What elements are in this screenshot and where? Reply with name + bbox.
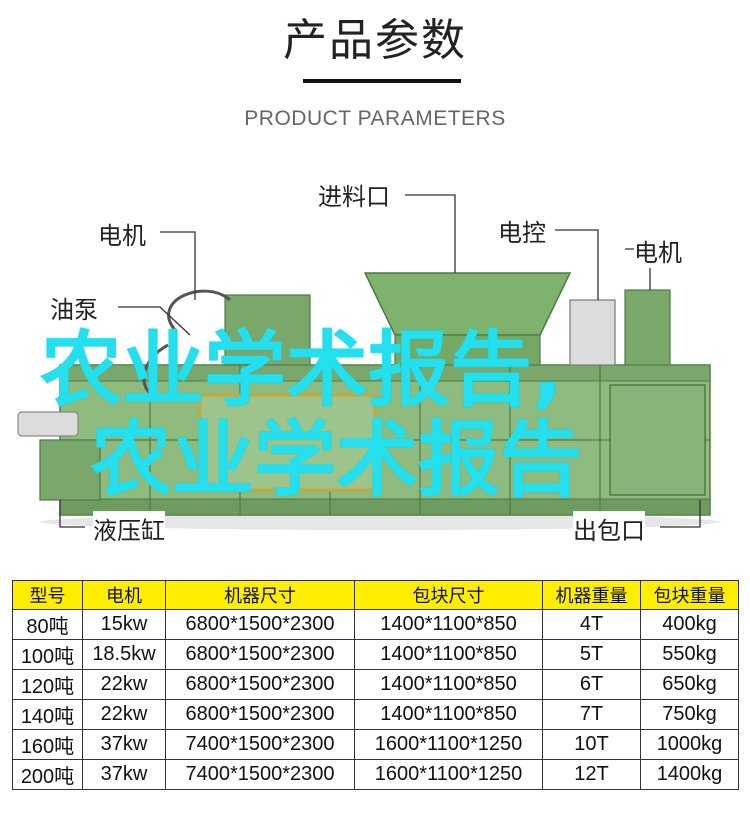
cell-bale-size: 1400*1100*850 bbox=[354, 669, 543, 700]
cell-motor: 37kw bbox=[82, 729, 166, 760]
cell-machine-size: 6800*1500*2300 bbox=[165, 639, 355, 670]
cell-model: 140吨 bbox=[12, 699, 83, 730]
header-machine-weight: 机器重量 bbox=[542, 580, 641, 610]
cell-bale-weight: 650kg bbox=[640, 669, 739, 700]
cell-machine-size: 6800*1500*2300 bbox=[165, 609, 355, 640]
table-header-row: 型号 电机 机器尺寸 包块尺寸 机器重量 包块重量 bbox=[12, 580, 739, 610]
cell-bale-size: 1400*1100*850 bbox=[354, 639, 543, 670]
title-underline bbox=[303, 79, 461, 83]
cell-bale-size: 1400*1100*850 bbox=[354, 699, 543, 730]
header-model: 型号 bbox=[12, 580, 83, 610]
header-bale-weight: 包块重量 bbox=[640, 580, 739, 610]
table-row: 160吨 37kw 7400*1500*2300 1600*1100*1250 … bbox=[12, 729, 739, 760]
cell-bale-size: 1600*1100*1250 bbox=[354, 759, 543, 790]
cell-motor: 15kw bbox=[82, 609, 166, 640]
callout-motor-right: 电机 bbox=[634, 233, 682, 268]
cell-machine-size: 7400*1500*2300 bbox=[165, 729, 355, 760]
header-machine-size: 机器尺寸 bbox=[165, 580, 355, 610]
cell-machine-size: 6800*1500*2300 bbox=[165, 669, 355, 700]
cell-motor: 37kw bbox=[82, 759, 166, 790]
page-title: 产品参数 bbox=[283, 15, 467, 66]
cell-bale-size: 1400*1100*850 bbox=[354, 609, 543, 640]
spec-table: 型号 电机 机器尺寸 包块尺寸 机器重量 包块重量 80吨 15kw 6800*… bbox=[12, 580, 739, 790]
cell-model: 200吨 bbox=[12, 759, 83, 790]
cell-bale-size: 1600*1100*1250 bbox=[354, 729, 543, 760]
callout-oil-pump: 油泵 bbox=[50, 290, 98, 325]
cell-motor: 22kw bbox=[82, 699, 166, 730]
callout-bale-outlet: 出包口 bbox=[573, 511, 645, 546]
cell-bale-weight: 1000kg bbox=[640, 729, 739, 760]
cell-machine-weight: 4T bbox=[542, 609, 641, 640]
cell-machine-weight: 10T bbox=[542, 729, 641, 760]
table-row: 200吨 37kw 7400*1500*2300 1600*1100*1250 … bbox=[12, 759, 739, 790]
header-motor: 电机 bbox=[82, 580, 166, 610]
header-bale-size: 包块尺寸 bbox=[354, 580, 543, 610]
callout-feed-inlet: 进料口 bbox=[318, 177, 390, 212]
cell-motor: 22kw bbox=[82, 669, 166, 700]
cell-machine-weight: 5T bbox=[542, 639, 641, 670]
cell-motor: 18.5kw bbox=[82, 639, 166, 670]
cell-bale-weight: 1400kg bbox=[640, 759, 739, 790]
cell-bale-weight: 750kg bbox=[640, 699, 739, 730]
cell-machine-weight: 12T bbox=[542, 759, 641, 790]
cell-bale-weight: 550kg bbox=[640, 639, 739, 670]
cell-machine-size: 6800*1500*2300 bbox=[165, 699, 355, 730]
watermark-line-2: 农业学术报告 bbox=[90, 413, 583, 508]
watermark-line-1: 农业学术报告, bbox=[40, 323, 564, 418]
table-row: 120吨 22kw 6800*1500*2300 1400*1100*850 6… bbox=[12, 669, 739, 700]
cell-machine-weight: 6T bbox=[542, 669, 641, 700]
cell-model: 120吨 bbox=[12, 669, 83, 700]
table-row: 100吨 18.5kw 6800*1500*2300 1400*1100*850… bbox=[12, 639, 739, 670]
baler-machine-illustration bbox=[17, 194, 720, 530]
callout-motor-left: 电机 bbox=[98, 216, 146, 251]
cell-model: 80吨 bbox=[12, 609, 83, 640]
cell-machine-weight: 7T bbox=[542, 699, 641, 730]
cell-model: 160吨 bbox=[12, 729, 83, 760]
callout-hydraulic-cylinder: 液压缸 bbox=[93, 511, 165, 546]
callout-electric-control: 电控 bbox=[498, 213, 546, 248]
baler-diagram: 电机 油泵 进料口 电控 电机 液压缸 出包口 农业学术报告, 农业学术报告 bbox=[0, 150, 750, 560]
cell-machine-size: 7400*1500*2300 bbox=[165, 759, 355, 790]
table-row: 140吨 22kw 6800*1500*2300 1400*1100*850 7… bbox=[12, 699, 739, 730]
cell-model: 100吨 bbox=[12, 639, 83, 670]
cell-bale-weight: 400kg bbox=[640, 609, 739, 640]
page-subtitle: PRODUCT PARAMETERS bbox=[244, 107, 506, 130]
table-row: 80吨 15kw 6800*1500*2300 1400*1100*850 4T… bbox=[12, 609, 739, 640]
